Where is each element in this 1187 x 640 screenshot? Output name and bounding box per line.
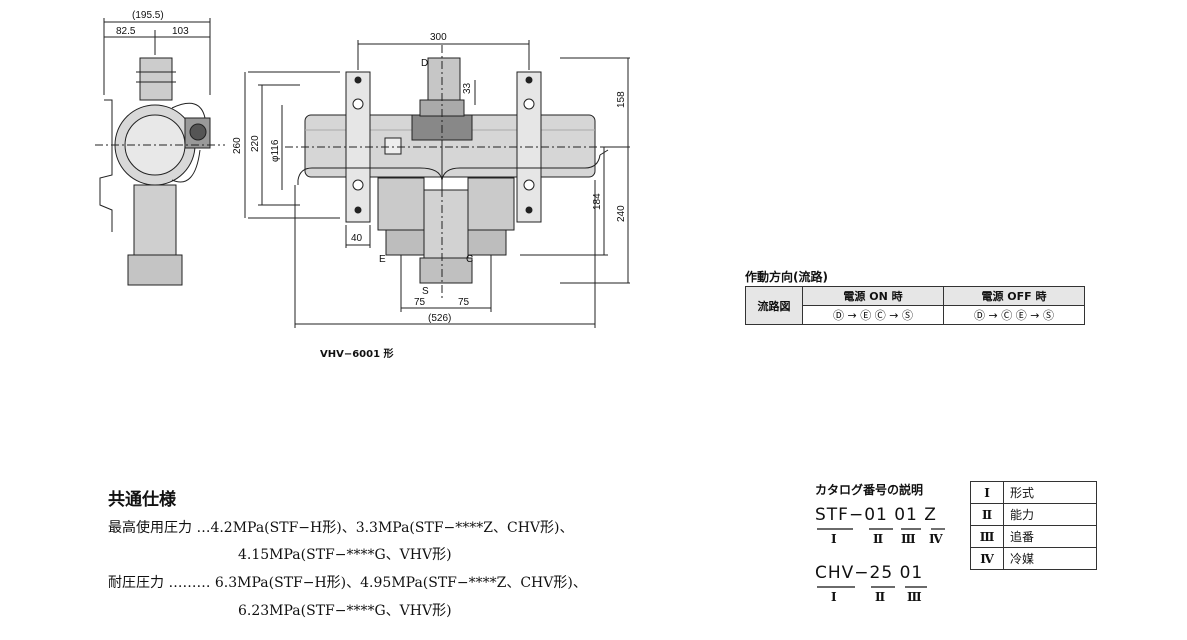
flow-direction-title: 作動方向(流路) (745, 270, 828, 284)
dim-103: 103 (172, 26, 189, 37)
legend-row: Ⅱ 能力 (970, 503, 1097, 526)
dim-300: 300 (430, 32, 447, 43)
dim-33: 33 (462, 82, 473, 94)
legend-row: Ⅰ 形式 (970, 481, 1097, 504)
stf-roman-3: Ⅲ (901, 532, 916, 546)
stf-roman-4: Ⅳ (929, 532, 943, 546)
dim-82: 82.5 (116, 26, 136, 37)
chv-roman-2: Ⅱ (875, 590, 886, 604)
dim-75-left: 75 (414, 297, 426, 308)
flow-direction-table: 流路図 電源 ON 時 電源 OFF 時 Ⓓ → Ⓔ Ⓒ → Ⓢ Ⓓ → Ⓒ Ⓔ… (745, 286, 1085, 325)
port-e-label: E (379, 254, 386, 265)
port-c-label: C (466, 254, 473, 265)
spec-proof-pressure: 耐圧圧力 ……… 6.3MPa(STF−H形)、4.95MPa(STF−****… (108, 575, 587, 591)
port-d-label: D (421, 58, 428, 69)
dimension-labels: (195.5) 82.5 103 300 33 158 260 220 φ116… (116, 10, 627, 324)
stf-roman-2: Ⅱ (873, 532, 884, 546)
chv-code: CHV−25 01 (815, 563, 924, 583)
stf-roman-1: Ⅰ (831, 532, 837, 546)
legend-row: Ⅲ 追番 (970, 525, 1097, 548)
dim-75-right: 75 (458, 297, 470, 308)
catalog-title: カタログ番号の説明 (815, 483, 924, 497)
valve-technical-drawing: (195.5) 82.5 103 300 33 158 260 220 φ116… (95, 10, 630, 328)
stf-code: STF−01 01 Z (815, 505, 937, 525)
legend-roman: Ⅰ (970, 481, 1004, 504)
spec-max-pressure-cont: 4.15MPa(STF−****G、VHV形) (238, 547, 452, 563)
spec-max-pressure: 最高使用圧力 …4.2MPa(STF−H形)、3.3MPa(STF−****Z、… (108, 520, 574, 536)
legend-roman: Ⅱ (970, 503, 1004, 526)
legend-name: 形式 (1003, 481, 1097, 504)
port-s-label: S (422, 286, 429, 297)
dim-158: 158 (616, 91, 627, 108)
flow-row-label: 流路図 (745, 286, 803, 325)
legend-row: Ⅳ 冷媒 (970, 547, 1097, 570)
dim-240: 240 (616, 205, 627, 222)
front-view (244, 40, 630, 328)
legend-roman: Ⅲ (970, 525, 1004, 548)
dim-184: 184 (592, 193, 603, 210)
side-view (95, 18, 225, 286)
stf-underline (817, 528, 945, 530)
common-spec-title: 共通仕様 (108, 490, 176, 510)
dim-195: (195.5) (132, 10, 164, 21)
catalog-legend-table: Ⅰ 形式 Ⅱ 能力 Ⅲ 追番 Ⅳ 冷媒 (970, 481, 1097, 570)
dim-40: 40 (351, 233, 363, 244)
dim-526: (526) (428, 313, 451, 324)
spec-proof-pressure-cont: 6.23MPa(STF−****G、VHV形) (238, 603, 452, 619)
dim-220: 220 (250, 135, 261, 152)
legend-name: 冷媒 (1003, 547, 1097, 570)
power-on-flow: Ⓓ → Ⓔ Ⓒ → Ⓢ (802, 305, 944, 325)
dim-260: 260 (232, 137, 243, 154)
legend-name: 能力 (1003, 503, 1097, 526)
chv-underline (817, 586, 927, 588)
power-on-header: 電源 ON 時 (802, 286, 944, 306)
chv-roman-1: Ⅰ (831, 590, 837, 604)
model-label: VHV−6001 形 (320, 349, 394, 360)
legend-name: 追番 (1003, 525, 1097, 548)
power-off-flow: Ⓓ → Ⓒ Ⓔ → Ⓢ (943, 305, 1085, 325)
power-off-header: 電源 OFF 時 (943, 286, 1085, 306)
chv-roman-3: Ⅲ (907, 590, 922, 604)
legend-roman: Ⅳ (970, 547, 1004, 570)
dim-116: φ116 (270, 139, 281, 162)
